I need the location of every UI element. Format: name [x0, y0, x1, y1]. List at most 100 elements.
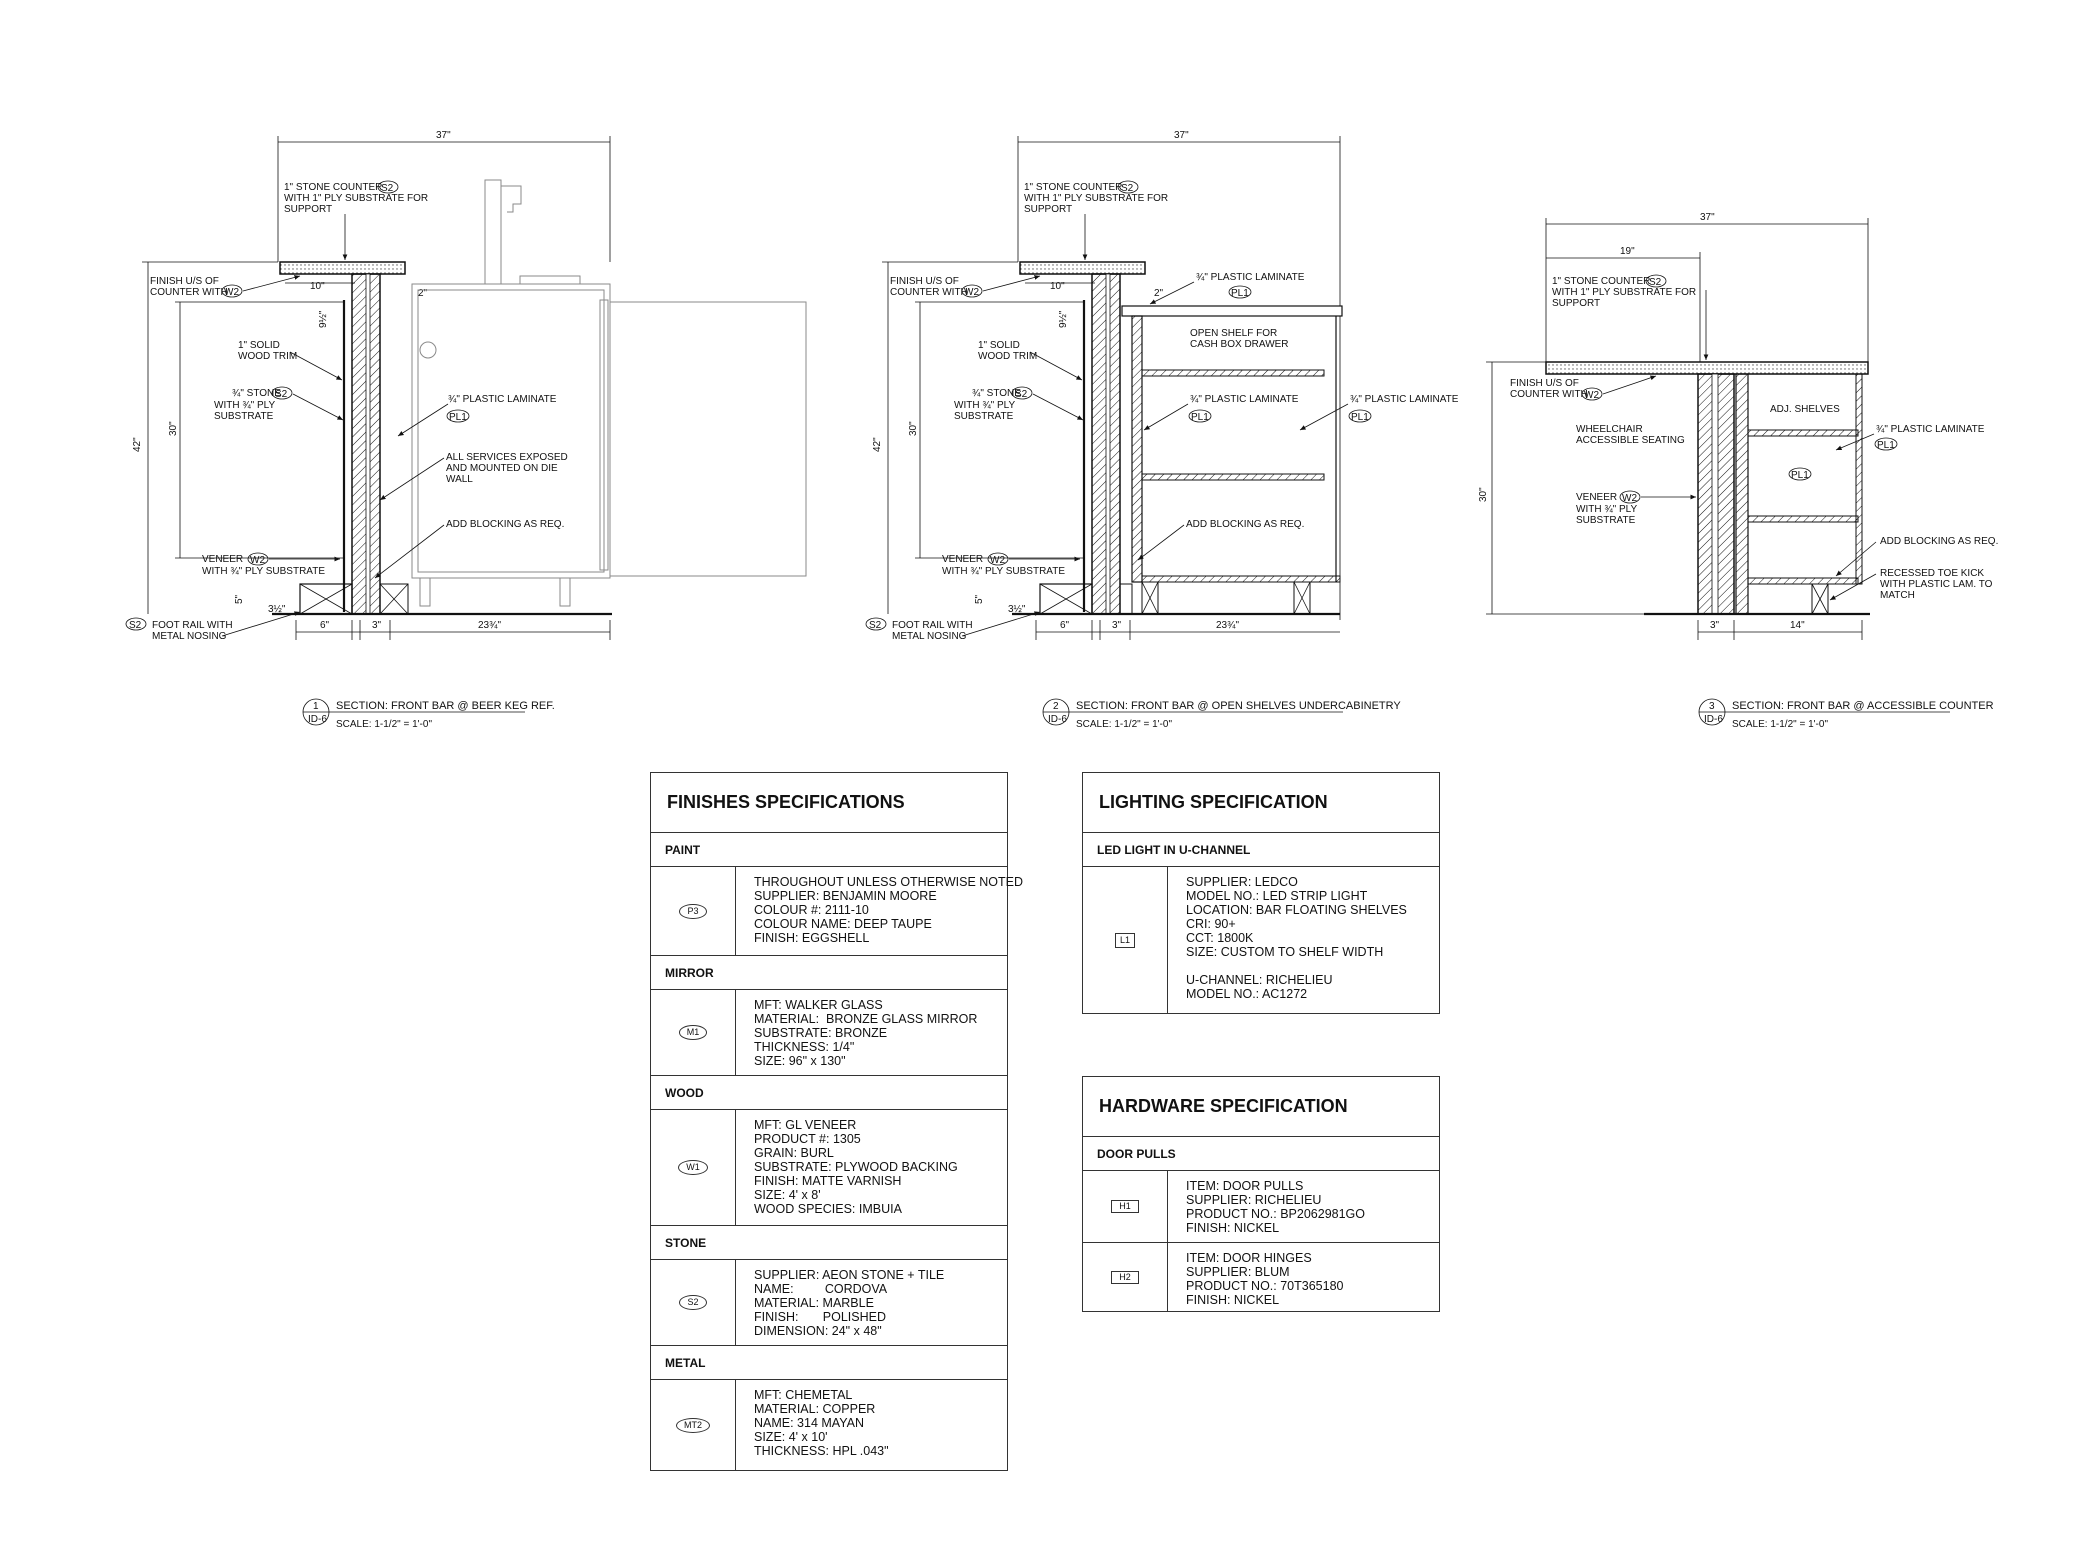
label-lam: ¾" PLASTIC LAMINATE — [1196, 272, 1305, 283]
spec-row: H1 ITEM: DOOR PULLS SUPPLIER: RICHELIEU … — [1083, 1171, 1439, 1243]
label-finish2: COUNTER WITH — [1510, 389, 1588, 400]
spec-line: U-CHANNEL: RICHELIEU — [1186, 973, 1333, 987]
section-number: 2 — [1053, 701, 1059, 712]
spec-line: FINISH: MATTE VARNISH — [754, 1174, 902, 1188]
dim-height: 42" — [132, 437, 143, 452]
spec-line: SIZE: 96" x 130" — [754, 1054, 846, 1068]
tag-s2: S2 — [129, 620, 142, 631]
label-toe3: MATCH — [1880, 590, 1915, 601]
tag-w2: W2 — [990, 555, 1005, 566]
label-finish2: COUNTER WITH — [890, 287, 968, 298]
label-trim2: WOOD TRIM — [238, 351, 297, 362]
section-3-drawing: 37" 19" 30" 3" 14" 1" STONE COUNTER S2 W… — [1478, 212, 1998, 730]
tag-s2: S2 — [1121, 183, 1134, 194]
label-shelf2: CASH BOX DRAWER — [1190, 339, 1289, 350]
label-veneer2: WITH ¾" PLY — [1576, 504, 1637, 515]
spec-row: MT2 MFT: CHEMETAL MATERIAL: COPPER NAME:… — [651, 1380, 1007, 1470]
spec-row: P3 THROUGHOUT UNLESS OTHERWISE NOTED SUP… — [651, 867, 1023, 956]
label-counter2: WITH 1" PLY SUBSTRATE FOR — [1552, 287, 1696, 298]
label-rail1: FOOT RAIL WITH — [892, 620, 973, 631]
label-serv1: ALL SERVICES EXPOSED — [446, 452, 568, 463]
label-rail2: METAL NOSING — [892, 631, 967, 642]
spec-line: MFT: CHEMETAL — [754, 1388, 853, 1402]
label-veneer2: WITH ¾" PLY SUBSTRATE — [202, 566, 325, 577]
tag-s2: S2 — [1649, 277, 1662, 288]
label-lam3: ¾" PLASTIC LAMINATE — [1350, 394, 1459, 405]
spec-category: MIRROR — [651, 956, 1007, 990]
tag-pl1: PL1 — [1877, 440, 1895, 451]
section-2-drawing: 37" 10" 2" 42" 30" 9½" 5" 3½" — [865, 130, 1459, 730]
spec-line: DIMENSION: 24" x 48" — [754, 1324, 882, 1338]
label-shelf1: OPEN SHELF FOR — [1190, 328, 1277, 339]
spec-line: SUBSTRATE: BRONZE — [754, 1026, 888, 1040]
dim-trim: 9½" — [318, 310, 329, 328]
section-title: SECTION: FRONT BAR @ OPEN SHELVES UNDERC… — [1076, 700, 1401, 712]
tag-pl1: PL1 — [1231, 288, 1249, 299]
finishes-spec-table: FINISHES SPECIFICATIONS PAINT P3 THROUGH… — [650, 772, 1023, 1471]
label-stone1: ¾" STONE — [972, 388, 1021, 399]
label-counter: 1" STONE COUNTER — [1552, 276, 1650, 287]
section-1-drawing: 37" 10" 2" 42" 30" 9½" 5" 3½" — [125, 130, 807, 730]
spec-line: SIZE: 4' x 10' — [754, 1430, 828, 1444]
spec-line: THICKNESS: HPL .043" — [754, 1444, 889, 1458]
spec-line: SUPPLIER: RICHELIEU — [1186, 1193, 1322, 1207]
label-rail2: METAL NOSING — [152, 631, 227, 642]
dim-b1: 3" — [1710, 620, 1720, 631]
section-title: SECTION: FRONT BAR @ BEER KEG REF. — [336, 700, 555, 712]
dim-height: 30" — [1478, 487, 1489, 502]
spec-line: CRI: 90+ — [1186, 917, 1236, 931]
spec-line: COLOUR #: 2111-10 — [754, 903, 869, 917]
tag-w2: W2 — [1622, 493, 1637, 504]
dim-gap: 2" — [418, 288, 428, 299]
tag-pl1: PL1 — [449, 412, 467, 423]
dim-top: 10" — [1050, 281, 1065, 292]
tag-s2: S2 — [381, 183, 394, 194]
tag-s2: S2 — [1015, 389, 1028, 400]
spec-line: MFT: WALKER GLASS — [754, 998, 883, 1012]
dim-b3: 23¾" — [478, 620, 501, 631]
label-veneer1: VENEER — [942, 554, 983, 565]
spec-line: PRODUCT NO.: 70T365180 — [1186, 1279, 1344, 1293]
dim-top: 10" — [310, 281, 325, 292]
label-veneer1: VENEER — [1576, 492, 1617, 503]
spec-line: NAME: 314 MAYAN — [754, 1416, 864, 1430]
label-stone2: WITH ¾" PLY — [214, 400, 275, 411]
spec-line — [1186, 959, 1407, 973]
spec-line: SUPPLIER: BENJAMIN MOORE — [754, 889, 937, 903]
dim-rail: 5" — [234, 594, 245, 604]
label-serv3: WALL — [446, 474, 473, 485]
dim-b1: 6" — [1060, 620, 1070, 631]
label-rail1: FOOT RAIL WITH — [152, 620, 233, 631]
spec-line: PRODUCT NO.: BP2062981GO — [1186, 1207, 1366, 1221]
label-finish1: FINISH U/S OF — [150, 276, 219, 287]
hardware-spec-table: HARDWARE SPECIFICATION DOOR PULLS H1 ITE… — [1082, 1076, 1440, 1312]
label-stone2: WITH ¾" PLY — [954, 400, 1015, 411]
spec-line: FINISH: NICKEL — [1186, 1293, 1280, 1307]
dim-overall: 37" — [1700, 212, 1715, 223]
dim-rail2: 3½" — [268, 604, 286, 615]
label-stone3: SUBSTRATE — [214, 411, 274, 422]
spec-category: LED LIGHT IN U-CHANNEL — [1083, 833, 1439, 867]
spec-line: SUPPLIER: BLUM — [1186, 1265, 1290, 1279]
label-serv2: AND MOUNTED ON DIE — [446, 463, 558, 474]
spec-line: MODEL NO.: AC1272 — [1186, 987, 1308, 1001]
spec-row: L1 SUPPLIER: LEDCO MODEL NO.: LED STRIP … — [1083, 867, 1439, 1013]
section-scale: SCALE: 1-1/2" = 1'-0" — [336, 719, 432, 730]
label-wc2: ACCESSIBLE SEATING — [1576, 435, 1685, 446]
label-counter2: WITH 1" PLY SUBSTRATE FOR — [284, 193, 428, 204]
tag-w2: W2 — [250, 555, 265, 566]
dim-inner: 30" — [168, 421, 179, 436]
label-finish1: FINISH U/S OF — [1510, 378, 1579, 389]
spec-line: GRAIN: BURL — [754, 1146, 834, 1160]
spec-line: THICKNESS: 1/4" — [754, 1040, 855, 1054]
label-veneer1: VENEER — [202, 554, 243, 565]
section-scale: SCALE: 1-1/2" = 1'-0" — [1076, 719, 1172, 730]
hardware-code-tag: H2 — [1111, 1270, 1139, 1284]
spec-line: MFT: GL VENEER — [754, 1118, 857, 1132]
dim-inner: 30" — [908, 421, 919, 436]
dim-b2: 14" — [1790, 620, 1805, 631]
spec-line: FINISH: POLISHED — [754, 1310, 886, 1324]
spec-line: CCT: 1800K — [1186, 931, 1254, 945]
spec-line: WOOD SPECIES: IMBUIA — [754, 1202, 902, 1216]
section-title: SECTION: FRONT BAR @ ACCESSIBLE COUNTER — [1732, 700, 1994, 712]
